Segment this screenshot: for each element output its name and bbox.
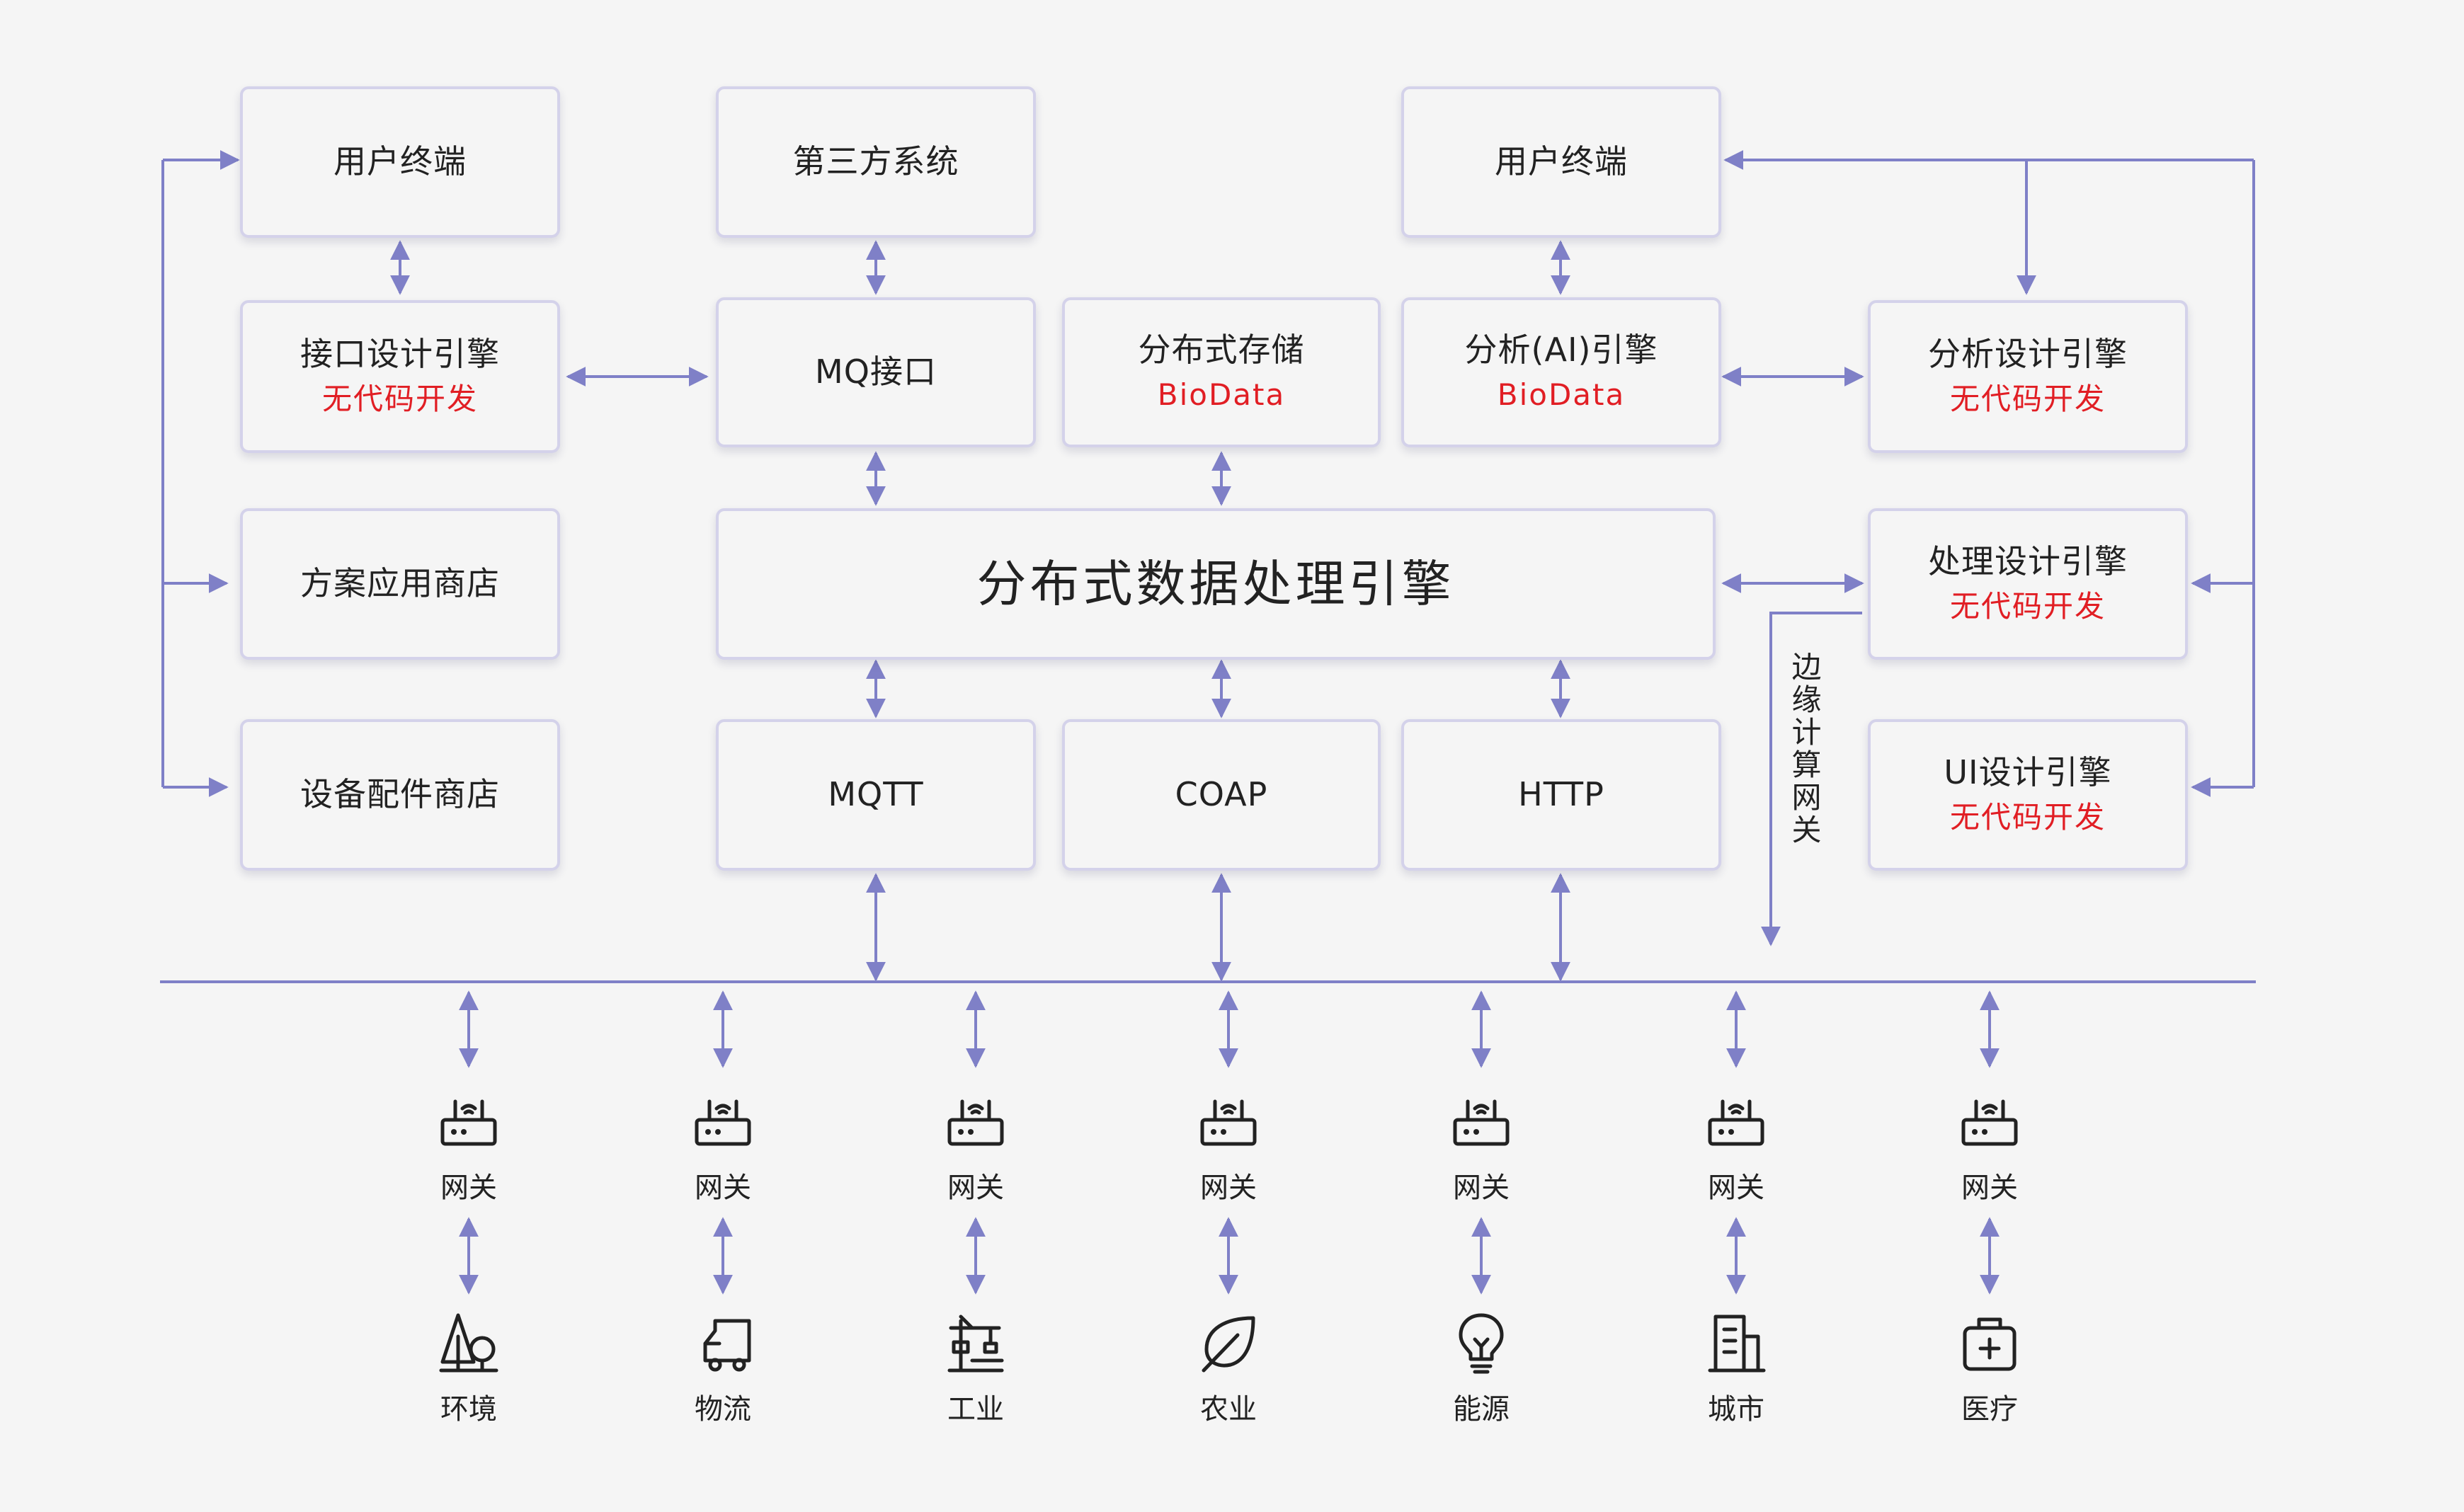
gateway-label: 网关 (1708, 1172, 1764, 1204)
third-party-system-box: 第三方系统 (716, 86, 1036, 238)
endpoint-label: 环境 (440, 1393, 497, 1426)
truck-icon (703, 1319, 751, 1372)
box-title: 接口设计引擎 (300, 335, 500, 374)
mq-interface-box: MQ接口 (716, 297, 1036, 447)
coap-box: COAP (1062, 719, 1381, 871)
box-title: HTTP (1518, 775, 1604, 814)
box-title: 用户终端 (333, 142, 467, 181)
http-box: HTTP (1401, 719, 1721, 871)
endpoint-label: 物流 (695, 1393, 751, 1426)
box-title: 分析(AI)引擎 (1464, 331, 1658, 370)
building-icon (1708, 1315, 1766, 1373)
box-subtitle: BioData (1157, 377, 1286, 413)
interface-design-engine-box: 接口设计引擎 无代码开发 (240, 300, 560, 453)
medical-kit-icon (1963, 1317, 2017, 1371)
tree-icon (439, 1313, 498, 1373)
router-icon (695, 1099, 751, 1146)
router-icon (1200, 1099, 1257, 1146)
router-icon (1961, 1099, 2018, 1146)
mqtt-box: MQTT (716, 719, 1036, 871)
box-title: 用户终端 (1495, 142, 1628, 181)
box-title: MQ接口 (815, 353, 937, 391)
processing-design-engine-box: 处理设计引擎 无代码开发 (1868, 508, 2188, 660)
router-icon (947, 1099, 1004, 1146)
gateway-label: 网关 (695, 1172, 751, 1204)
box-title: 设备配件商店 (300, 775, 500, 814)
user-terminal-right-box: 用户终端 (1401, 86, 1721, 238)
box-subtitle: 无代码开发 (1949, 800, 2106, 835)
edge-computing-gateway-label: 边缘计算网关 (1787, 651, 1822, 847)
gateway-label: 网关 (1961, 1172, 2018, 1204)
endpoint-label: 农业 (1200, 1393, 1257, 1426)
router-icon (1708, 1099, 1764, 1146)
endpoint-label: 工业 (947, 1393, 1004, 1426)
box-title: 处理设计引擎 (1928, 542, 2128, 581)
lightbulb-icon (1459, 1313, 1504, 1374)
box-title: MQTT (828, 775, 924, 814)
gateway-label: 网关 (1453, 1172, 1510, 1204)
box-title: 方案应用商店 (300, 564, 500, 603)
endpoint-label: 能源 (1453, 1393, 1510, 1426)
gateway-label: 网关 (440, 1172, 497, 1204)
user-terminal-left-box: 用户终端 (240, 86, 560, 238)
box-title: 第三方系统 (792, 142, 959, 181)
router-icon (440, 1099, 497, 1146)
gateway-label: 网关 (1200, 1172, 1257, 1204)
leaf-icon (1202, 1316, 1255, 1373)
ai-analysis-engine-box: 分析(AI)引擎 BioData (1401, 297, 1721, 447)
box-subtitle: 无代码开发 (1949, 589, 2106, 624)
box-title: 分布式数据处理引擎 (976, 555, 1455, 613)
box-subtitle: BioData (1497, 377, 1626, 413)
box-title: UI设计引擎 (1944, 753, 2112, 792)
router-icon (1453, 1099, 1510, 1146)
distributed-data-processing-engine-box: 分布式数据处理引擎 (716, 508, 1716, 660)
distributed-storage-box: 分布式存储 BioData (1062, 297, 1381, 447)
device-accessory-store-box: 设备配件商店 (240, 719, 560, 871)
endpoint-label: 医疗 (1961, 1393, 2018, 1426)
ui-design-engine-box: UI设计引擎 无代码开发 (1868, 719, 2188, 871)
gateway-label: 网关 (947, 1172, 1004, 1204)
box-title: COAP (1175, 775, 1268, 814)
endpoint-label: 城市 (1708, 1393, 1764, 1426)
edge-gateway-path (1761, 612, 1862, 946)
analysis-design-engine-box: 分析设计引擎 无代码开发 (1868, 300, 2188, 453)
box-title: 分析设计引擎 (1928, 335, 2128, 374)
box-subtitle: 无代码开发 (1949, 382, 2106, 417)
box-title: 分布式存储 (1138, 331, 1305, 370)
solution-app-store-box: 方案应用商店 (240, 508, 560, 660)
box-subtitle: 无代码开发 (321, 382, 478, 417)
crane-icon (947, 1315, 1004, 1373)
